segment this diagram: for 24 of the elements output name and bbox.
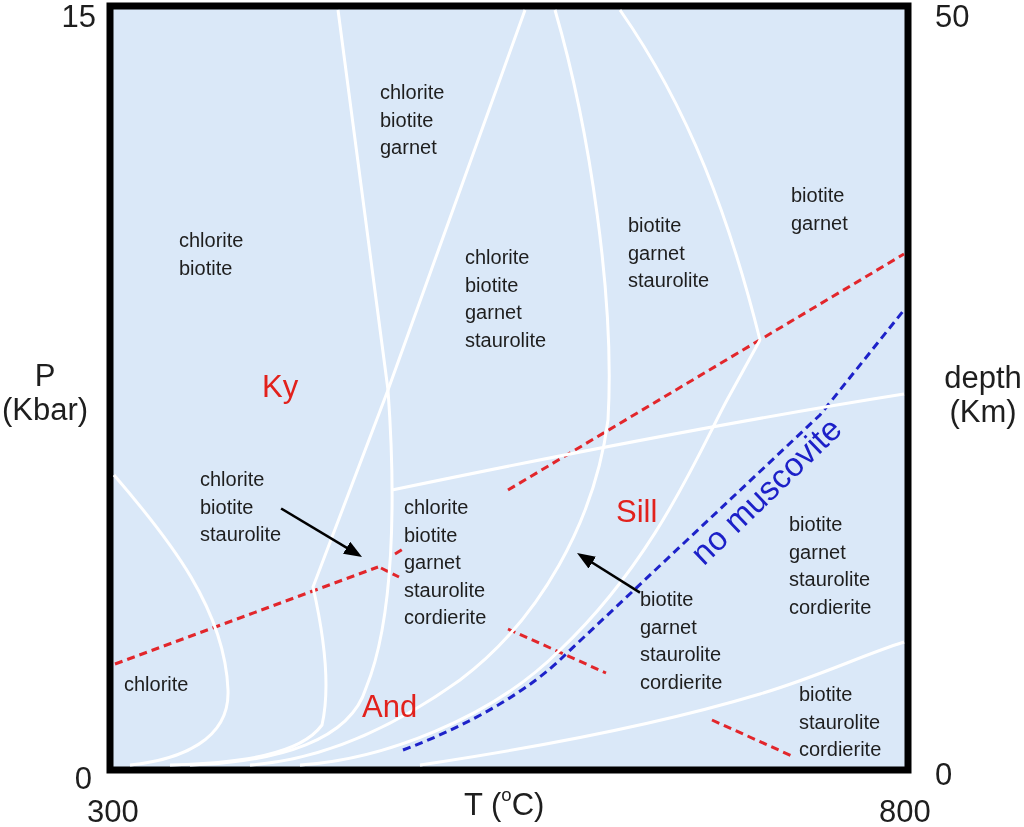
arrow (280, 507, 363, 557)
axis-tick-label: 15 (61, 1, 96, 32)
field-label: chlorite biotite garnet (380, 80, 445, 160)
axis-tick-label: 0 (74, 763, 92, 794)
axis-title: P (Kbar) (1, 359, 89, 427)
field-label: chlorite biotite (179, 228, 244, 281)
axis-title: T ($^{o}$C) (464, 789, 545, 820)
field-label: chlorite biotite garnet staurolite cordierite (404, 495, 487, 630)
field-label: chlorite biotite staurolite (200, 466, 282, 549)
field-label: biotite staurolite cordierite (799, 682, 882, 762)
field-label: biotite garnet staurolite (628, 213, 710, 293)
field-label: biotite garnet staurolite cordierite (640, 586, 723, 696)
phase-label: Ky (262, 371, 299, 402)
field-label: chlorite (124, 672, 189, 697)
axis-tick-label: 0 (935, 759, 953, 790)
axis-tick-label: 300 (87, 796, 139, 827)
phase-label: And (362, 691, 418, 722)
axis-tick-label: 800 (879, 796, 931, 827)
field-label: chlorite biotite garnet staurolite (465, 245, 547, 353)
phase-label: Sill (616, 496, 658, 527)
field-label: biotite garnet (791, 183, 848, 236)
arrow (577, 553, 641, 594)
axis-tick-label: 50 (935, 1, 970, 32)
axis-title: depth (Km) (944, 361, 1022, 429)
